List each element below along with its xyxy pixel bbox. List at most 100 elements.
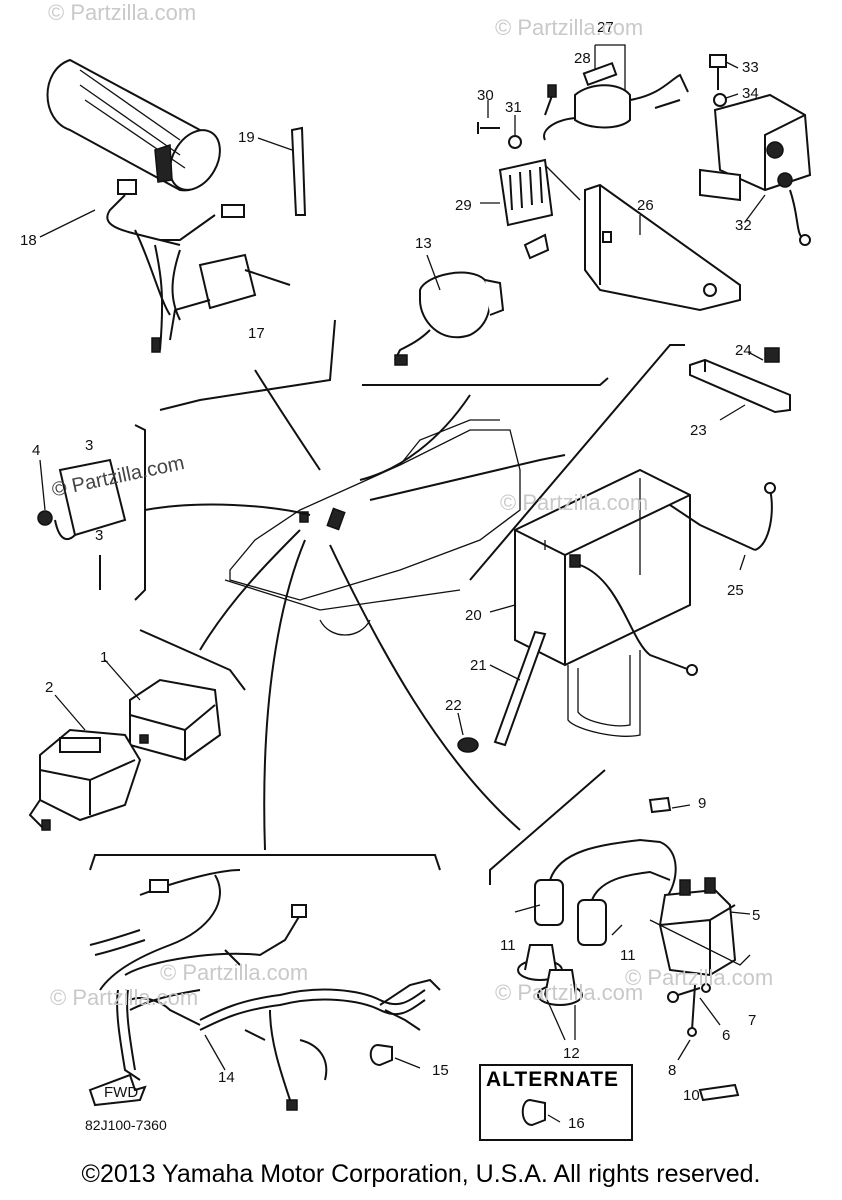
part-starter-relay-assembly bbox=[543, 44, 689, 141]
group-bracket-battery bbox=[469, 344, 685, 581]
callout-2: 2 bbox=[45, 679, 53, 696]
part-bracket-26 bbox=[544, 164, 741, 312]
callout-1: 1 bbox=[100, 649, 108, 666]
callout-8: 8 bbox=[668, 1062, 676, 1079]
diagram-number: 82J100-7360 bbox=[85, 1117, 167, 1133]
part-plug-wire-11b bbox=[577, 870, 671, 946]
part-boot-12 bbox=[517, 944, 583, 1041]
leader-battery bbox=[369, 454, 566, 501]
callout-16: 16 bbox=[568, 1115, 585, 1132]
callout-25: 25 bbox=[727, 582, 744, 599]
arrow-24 bbox=[747, 351, 764, 361]
fwd-label: FWD bbox=[104, 1084, 138, 1101]
part-washer-31 bbox=[508, 115, 522, 149]
callout-10: 10 bbox=[683, 1087, 700, 1104]
group-bracket-grip bbox=[159, 319, 336, 411]
part-snowmobile-silhouette bbox=[224, 419, 521, 636]
callout-26: 26 bbox=[637, 197, 654, 214]
callout-33: 33 bbox=[742, 59, 759, 76]
callout-11a: 11 bbox=[500, 937, 516, 954]
alternate-box bbox=[479, 1064, 633, 1141]
part-battery-tray-23 bbox=[689, 358, 791, 421]
callout-29: 29 bbox=[455, 197, 472, 214]
part-plug-wire-11a bbox=[514, 838, 677, 926]
callout-4: 4 bbox=[32, 442, 40, 459]
part-strap-19 bbox=[257, 126, 307, 216]
group-bracket-switch bbox=[362, 377, 609, 386]
arrow-34 bbox=[725, 93, 739, 99]
part-wire-harness-14 bbox=[89, 869, 441, 1111]
group-bracket-lamp-upper bbox=[134, 424, 146, 601]
part-screw-30 bbox=[477, 100, 500, 134]
watermark: © Partzilla.com bbox=[495, 15, 644, 40]
part-grip bbox=[46, 58, 221, 192]
callout-6: 6 bbox=[722, 1027, 730, 1044]
callout-17: 17 bbox=[248, 325, 265, 342]
part-rectifier-29 bbox=[480, 158, 554, 227]
part-bulb-4 bbox=[37, 459, 53, 526]
part-battery-20 bbox=[489, 468, 698, 676]
part-cap-9 bbox=[648, 796, 691, 814]
callout-32: 32 bbox=[735, 217, 752, 234]
callout-31: 31 bbox=[505, 99, 522, 116]
callout-23: 23 bbox=[690, 422, 707, 439]
callout-15: 15 bbox=[432, 1062, 449, 1079]
watermark: © Partzilla.com bbox=[50, 985, 199, 1010]
callout-12: 12 bbox=[563, 1045, 580, 1062]
part-nut-24 bbox=[764, 347, 780, 363]
callout-11b: 11 bbox=[620, 947, 636, 964]
part-washer-7 bbox=[701, 983, 711, 993]
arrow-33 bbox=[725, 61, 739, 69]
leader-grip bbox=[254, 369, 321, 471]
watermark: © Partzilla.com bbox=[625, 965, 774, 990]
part-ignition-coil-5 bbox=[649, 877, 751, 977]
callout-5: 5 bbox=[752, 907, 760, 924]
leader-harness bbox=[263, 539, 306, 851]
part-clamp-15 bbox=[369, 1043, 421, 1069]
callout-13: 13 bbox=[415, 235, 432, 252]
part-bolt-6 bbox=[667, 987, 721, 1026]
part-grip-harness-18 bbox=[39, 179, 245, 353]
part-nut-34 bbox=[713, 93, 727, 107]
part-clamp-16 bbox=[521, 1098, 561, 1127]
watermark: © Partzilla.com bbox=[495, 980, 644, 1005]
svg-text:3: 3 bbox=[95, 527, 103, 544]
callout-19: 19 bbox=[238, 129, 255, 146]
fwd-arrow bbox=[88, 1073, 147, 1107]
callout-18: 18 bbox=[20, 232, 37, 249]
group-bracket-lamp-lower bbox=[139, 629, 246, 691]
part-bolt-33 bbox=[709, 54, 727, 90]
watermark: © Partzilla.com bbox=[48, 0, 197, 25]
part-breather-hose-21 bbox=[489, 630, 547, 747]
part-relay-32 bbox=[699, 93, 812, 246]
watermark: © Partzilla.com bbox=[160, 960, 309, 985]
part-clip-10 bbox=[698, 1083, 740, 1102]
group-bracket-harness bbox=[89, 854, 441, 871]
callout-22: 22 bbox=[445, 697, 462, 714]
group-bracket-coil bbox=[489, 769, 606, 885]
leader-lamp bbox=[199, 529, 301, 651]
part-lamp-housing-2 bbox=[28, 694, 142, 831]
copyright-notice: ©2013 Yamaha Motor Corporation, U.S.A. A… bbox=[81, 1160, 761, 1188]
part-main-switch-13 bbox=[394, 233, 550, 366]
callout-27: 27 bbox=[597, 19, 614, 36]
part-battery-cable-25 bbox=[669, 482, 776, 571]
part-battery-strap bbox=[567, 650, 641, 737]
callout-21: 21 bbox=[470, 657, 487, 674]
callout-28: 28 bbox=[574, 50, 591, 67]
callout-7: 7 bbox=[748, 1012, 756, 1029]
part-lead-8 bbox=[677, 984, 697, 1061]
callout-30: 30 bbox=[477, 87, 494, 104]
arrow-32 bbox=[744, 194, 766, 223]
part-switch-17 bbox=[169, 253, 291, 341]
leader-coil bbox=[329, 544, 521, 831]
leader-switch bbox=[359, 394, 471, 481]
part-grommet-22 bbox=[457, 712, 479, 753]
alternate-label: ALTERNATE bbox=[486, 1068, 620, 1091]
callout-9: 9 bbox=[698, 795, 706, 812]
callout-3: 3 bbox=[85, 437, 93, 454]
watermark: © Partzilla.com bbox=[500, 490, 649, 515]
leader-taillight bbox=[144, 503, 311, 516]
callout-24: 24 bbox=[735, 342, 752, 359]
